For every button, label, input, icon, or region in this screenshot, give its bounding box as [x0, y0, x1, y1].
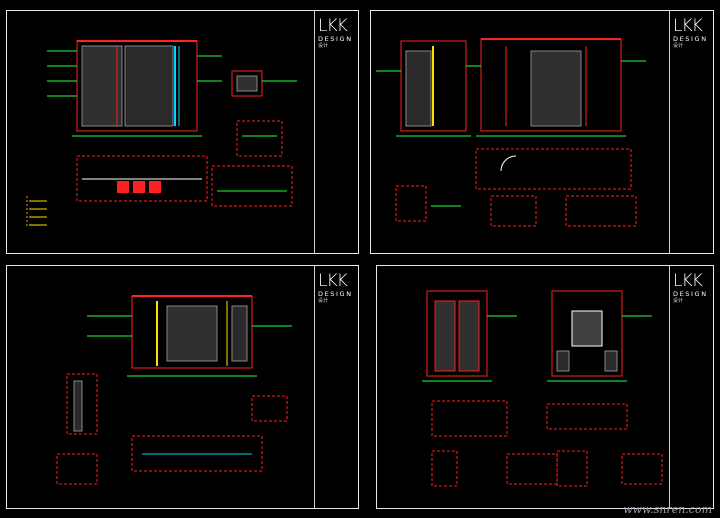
- sheet-1-drawing: [26, 40, 297, 226]
- drawing-sheet-4[interactable]: LKK DESIGN 设计: [376, 265, 714, 509]
- title-block: LKK DESIGN 设计: [314, 11, 358, 253]
- drawing-sheet-3[interactable]: LKK DESIGN 设计: [6, 265, 359, 509]
- lkk-logo: LKK DESIGN 设计: [673, 16, 708, 49]
- lkk-logo: LKK DESIGN 设计: [318, 16, 353, 49]
- watermark: www.snren.com: [623, 503, 712, 516]
- lkk-logo: LKK DESIGN 设计: [673, 271, 708, 304]
- sheet-3-drawing: [56, 295, 292, 485]
- drawing-sheet-1[interactable]: LKK DESIGN 设计: [6, 10, 359, 254]
- title-block: LKK DESIGN 设计: [669, 11, 713, 253]
- title-block: LKK DESIGN 设计: [314, 266, 358, 508]
- title-block: LKK DESIGN 设计: [669, 266, 713, 508]
- drawing-sheet-2[interactable]: LKK DESIGN 设计: [370, 10, 714, 254]
- lkk-logo: LKK DESIGN 设计: [318, 271, 353, 304]
- sheet-4-drawing: [422, 290, 663, 487]
- sheet-2-drawing: [376, 38, 646, 227]
